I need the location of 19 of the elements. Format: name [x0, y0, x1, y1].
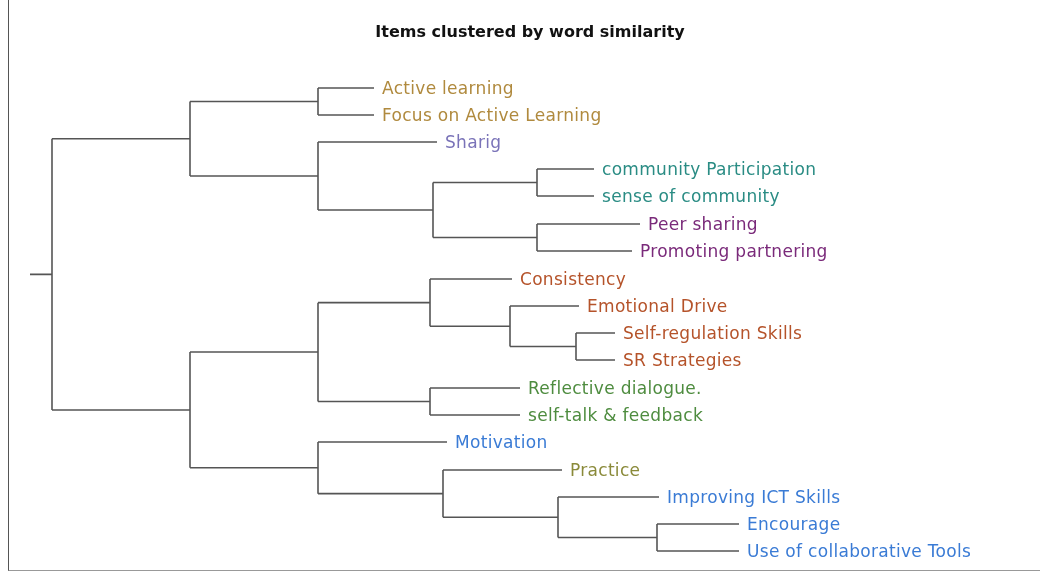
leaf-label: sense of community	[602, 186, 780, 206]
leaf-label: Practice	[570, 460, 641, 480]
chart-title: Items clustered by word similarity	[374, 22, 686, 41]
leaf-label: Sharig	[445, 132, 502, 152]
leaf-label: self-talk & feedback	[528, 405, 704, 425]
leaf-label: Self-regulation Skills	[623, 323, 803, 343]
leaf-label: Peer sharing	[648, 214, 758, 234]
leaf-label: Promoting partnering	[640, 241, 828, 261]
leaf-label: Consistency	[520, 269, 627, 289]
leaf-label: Reflective dialogue.	[528, 378, 702, 398]
leaf-label: Encourage	[747, 514, 841, 534]
leaf-label: Focus on Active Learning	[382, 105, 602, 125]
leaf-label: Emotional Drive	[587, 296, 728, 316]
leaf-label: Active learning	[382, 78, 514, 98]
leaf-label: SR Strategies	[623, 350, 742, 370]
leaf-label: Motivation	[455, 432, 548, 452]
leaf-label: Improving ICT Skills	[667, 487, 841, 507]
leaf-label: community Participation	[602, 159, 817, 179]
leaf-label: Use of collaborative Tools	[747, 541, 972, 561]
